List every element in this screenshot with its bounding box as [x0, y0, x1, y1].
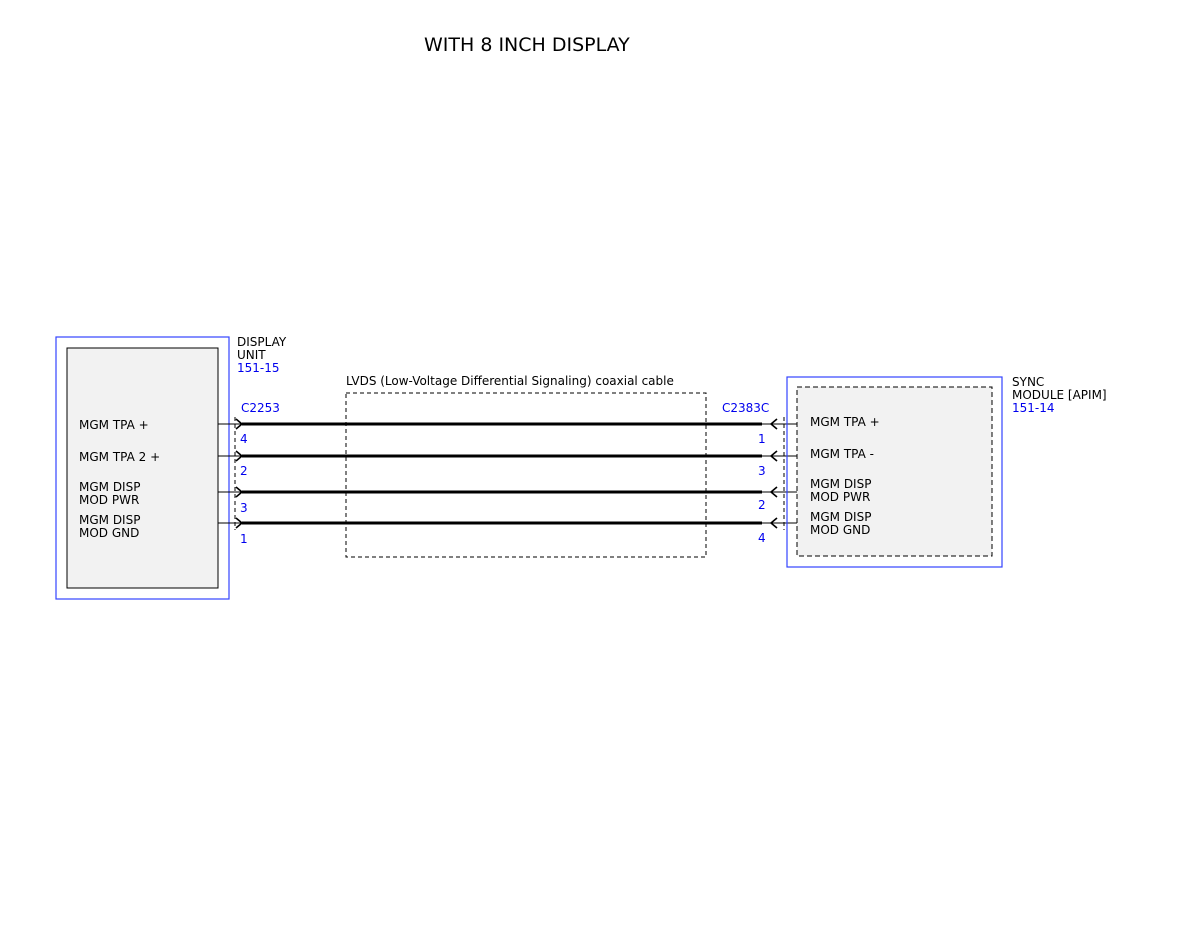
sync-module-connector-id: C2383C	[722, 401, 769, 415]
wire-4	[218, 517, 797, 529]
wire-3	[218, 486, 797, 498]
sync-pin-label: MGM DISP	[810, 510, 871, 524]
sync-connector-arrow-icon	[769, 418, 778, 430]
display-connector-arrow-icon	[235, 517, 244, 529]
display-unit-name-line1: DISPLAY	[237, 335, 287, 349]
sync-pin-number: 2	[758, 498, 766, 512]
sync-pin-label: MOD PWR	[810, 490, 870, 504]
sync-pin-number: 1	[758, 432, 766, 446]
display-pin-number: 2	[240, 464, 248, 478]
sync-connector-arrow-icon	[769, 450, 778, 462]
display-pin-number: 4	[240, 432, 248, 446]
display-connector-arrow-icon	[235, 486, 244, 498]
sync-module-name-line2: MODULE [APIM]	[1012, 388, 1107, 402]
display-pin-label: MGM DISP	[79, 480, 140, 494]
display-pin-number: 3	[240, 501, 248, 515]
sync-module-body	[796, 386, 993, 557]
sync-pin-number: 4	[758, 531, 766, 545]
display-pin-label: MOD PWR	[79, 493, 139, 507]
sync-pin-number: 3	[758, 464, 766, 478]
display-connector-arrow-icon	[235, 450, 244, 462]
display-unit-connector-id: C2253	[241, 401, 280, 415]
sync-module-outline	[786, 376, 1003, 568]
wire-2	[218, 450, 797, 462]
display-pin-label: MGM DISP	[79, 513, 140, 527]
sync-connector-arrow-icon	[769, 486, 778, 498]
lvds-cable-shield	[345, 392, 707, 558]
sync-pin-label: MGM DISP	[810, 477, 871, 491]
display-unit-body	[66, 347, 219, 589]
display-pin-label: MGM TPA +	[79, 418, 149, 432]
diagram-title: WITH 8 INCH DISPLAY	[424, 34, 630, 56]
lvds-cable-label: LVDS (Low-Voltage Differential Signaling…	[346, 374, 674, 388]
display-unit-outline	[55, 336, 230, 600]
display-pin-number: 1	[240, 532, 248, 546]
sync-pin-label: MGM TPA -	[810, 447, 874, 461]
sync-module-name-line1: SYNC	[1012, 375, 1044, 389]
display-pin-label: MOD GND	[79, 526, 139, 540]
display-unit-ref: 151-15	[237, 361, 280, 375]
wire-1	[218, 418, 797, 430]
sync-pin-label: MOD GND	[810, 523, 870, 537]
display-unit-name-line2: UNIT	[237, 348, 266, 362]
sync-module-ref: 151-14	[1012, 401, 1055, 415]
display-pin-label: MGM TPA 2 +	[79, 450, 160, 464]
sync-connector-arrow-icon	[769, 517, 778, 529]
sync-pin-label: MGM TPA +	[810, 415, 880, 429]
display-connector-arrow-icon	[235, 418, 244, 430]
